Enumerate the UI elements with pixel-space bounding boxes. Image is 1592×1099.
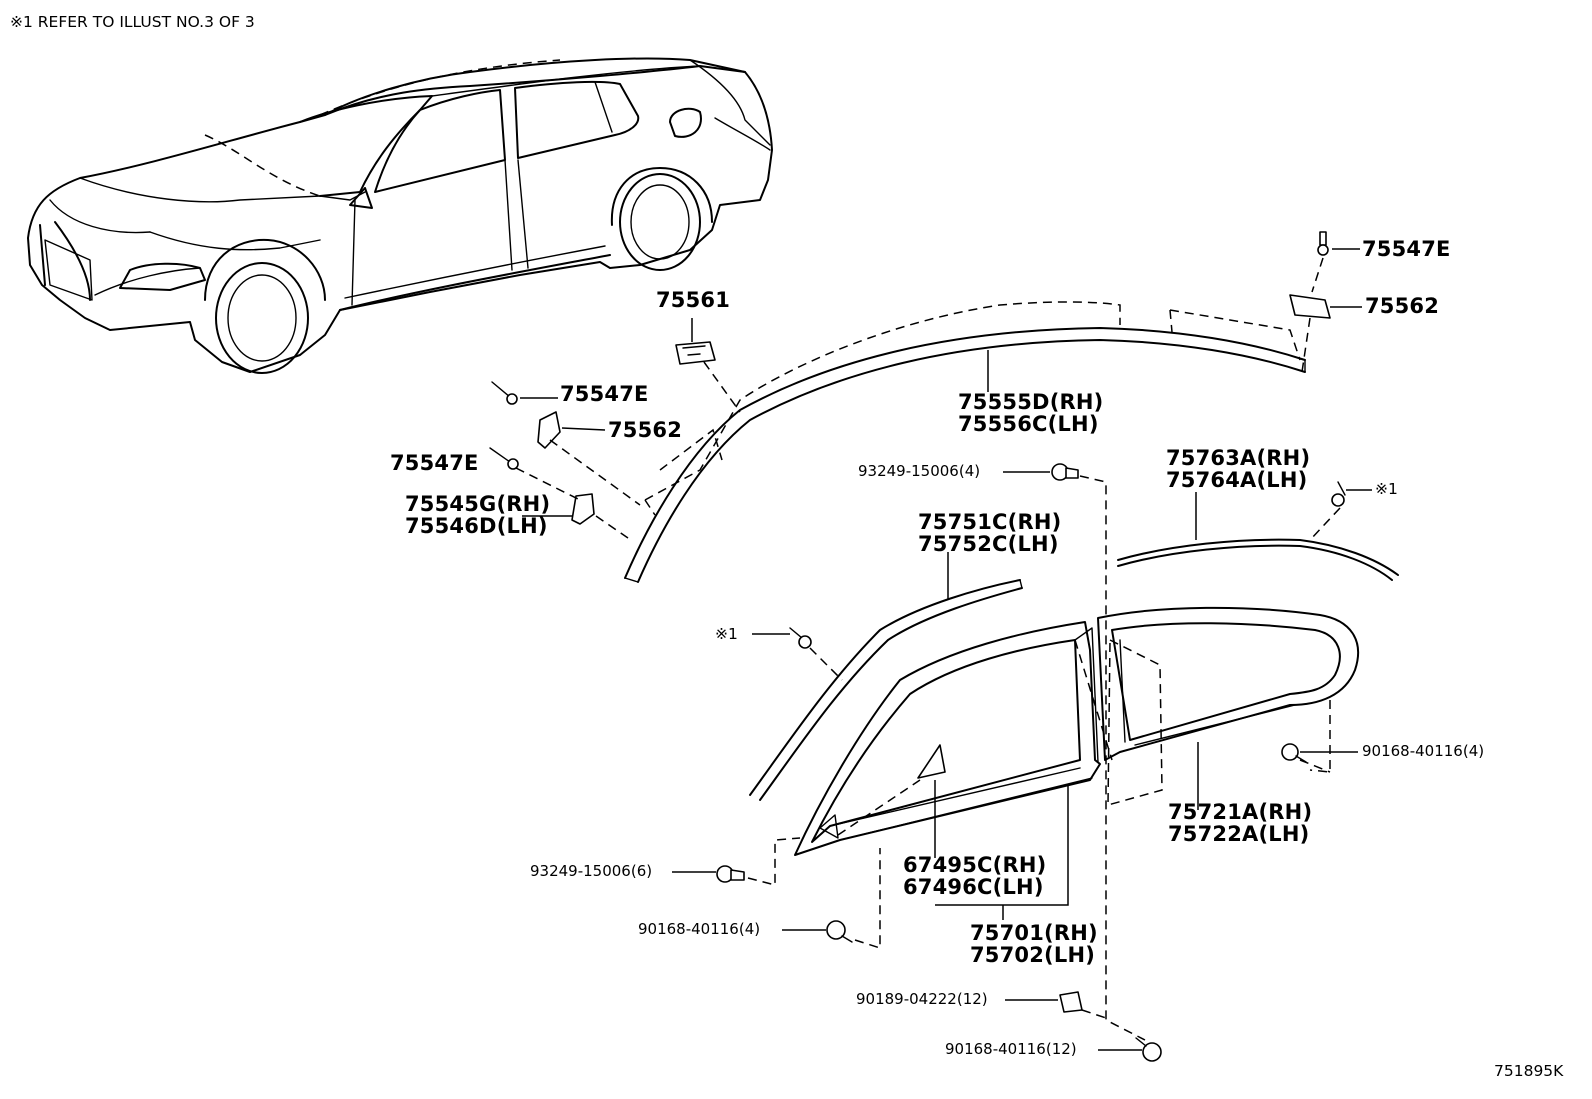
callout-75545g-rh[interactable]: 75545G(RH) bbox=[405, 492, 551, 516]
clip-75545g[interactable] bbox=[571, 493, 595, 525]
callout-75764a-lh[interactable]: 75764A(LH) bbox=[1166, 468, 1308, 492]
clip-75562-top[interactable] bbox=[1289, 294, 1331, 319]
callout-75555d-rh[interactable]: 75555D(RH) bbox=[958, 390, 1104, 414]
callout-67495c-rh[interactable]: 67495C(RH) bbox=[903, 853, 1047, 877]
callout-75721a-rh[interactable]: 75721A(RH) bbox=[1168, 800, 1313, 824]
callout-ref1-rear[interactable]: ※1 bbox=[1375, 480, 1398, 498]
fastener-90168-left[interactable] bbox=[826, 920, 853, 943]
illustration-code: 751895K bbox=[1494, 1062, 1564, 1080]
fastener-90189-clip[interactable] bbox=[1059, 991, 1083, 1013]
rear-upper-molding[interactable] bbox=[1117, 481, 1399, 581]
roof-drip-molding[interactable] bbox=[624, 301, 1306, 583]
clip-75547e-top[interactable] bbox=[1317, 231, 1329, 256]
callout-75547e-left-b[interactable]: 75547E bbox=[390, 451, 479, 475]
fastener-90168-bottom[interactable] bbox=[1135, 1037, 1162, 1062]
callout-90189-04222-12[interactable]: 90189-04222(12) bbox=[856, 990, 988, 1008]
front-door-upper-molding[interactable] bbox=[749, 552, 1023, 801]
callout-75751c-rh[interactable]: 75751C(RH) bbox=[918, 510, 1062, 534]
callout-75556c-lh[interactable]: 75556C(LH) bbox=[958, 412, 1099, 436]
clip-75547e-left-a[interactable] bbox=[491, 381, 518, 405]
callout-75547e-left-a[interactable]: 75547E bbox=[560, 382, 649, 406]
callout-75722a-lh[interactable]: 75722A(LH) bbox=[1168, 822, 1310, 846]
callout-75546d-lh[interactable]: 75546D(LH) bbox=[405, 514, 548, 538]
fastener-93249-bottom[interactable] bbox=[716, 865, 745, 883]
clip-ref1-rear[interactable] bbox=[1331, 481, 1346, 507]
callout-75561[interactable]: 75561 bbox=[656, 288, 731, 312]
header-note: ※1 REFER TO ILLUST NO.3 OF 3 bbox=[10, 13, 255, 31]
callout-90168-40116-12[interactable]: 90168-40116(12) bbox=[945, 1040, 1077, 1058]
callout-75562-top[interactable]: 75562 bbox=[1365, 294, 1440, 318]
clip-ref1-front[interactable] bbox=[789, 627, 812, 649]
callout-93249-15006-6[interactable]: 93249-15006(6) bbox=[530, 862, 653, 880]
callout-75752c-lh[interactable]: 75752C(LH) bbox=[918, 532, 1059, 556]
callout-75701-rh[interactable]: 75701(RH) bbox=[970, 921, 1098, 945]
car-overview bbox=[27, 57, 773, 374]
fastener-90168-right[interactable] bbox=[1281, 743, 1307, 763]
front-door-frame[interactable] bbox=[794, 621, 1101, 920]
fastener-93249-top[interactable] bbox=[1051, 463, 1079, 481]
callout-93249-15006-4[interactable]: 93249-15006(4) bbox=[858, 462, 981, 480]
rear-door-frame[interactable] bbox=[1074, 606, 1360, 810]
callout-75547e-top[interactable]: 75547E bbox=[1362, 237, 1451, 261]
callout-75702-lh[interactable]: 75702(LH) bbox=[970, 943, 1096, 967]
callout-75763a-rh[interactable]: 75763A(RH) bbox=[1166, 446, 1311, 470]
roof-leaders bbox=[515, 248, 1362, 539]
clip-75547e-left-b[interactable] bbox=[489, 447, 519, 470]
callout-75562-left[interactable]: 75562 bbox=[608, 418, 683, 442]
callout-90168-40116-4-left[interactable]: 90168-40116(4) bbox=[638, 920, 761, 938]
callout-67496c-lh[interactable]: 67496C(LH) bbox=[903, 875, 1044, 899]
clip-75562-left[interactable] bbox=[537, 411, 561, 449]
callout-90168-40116-4-right[interactable]: 90168-40116(4) bbox=[1362, 742, 1485, 760]
callout-ref1-front[interactable]: ※1 bbox=[715, 625, 738, 643]
clip-75561[interactable] bbox=[675, 341, 716, 365]
fastener-leaders bbox=[672, 471, 1358, 1051]
